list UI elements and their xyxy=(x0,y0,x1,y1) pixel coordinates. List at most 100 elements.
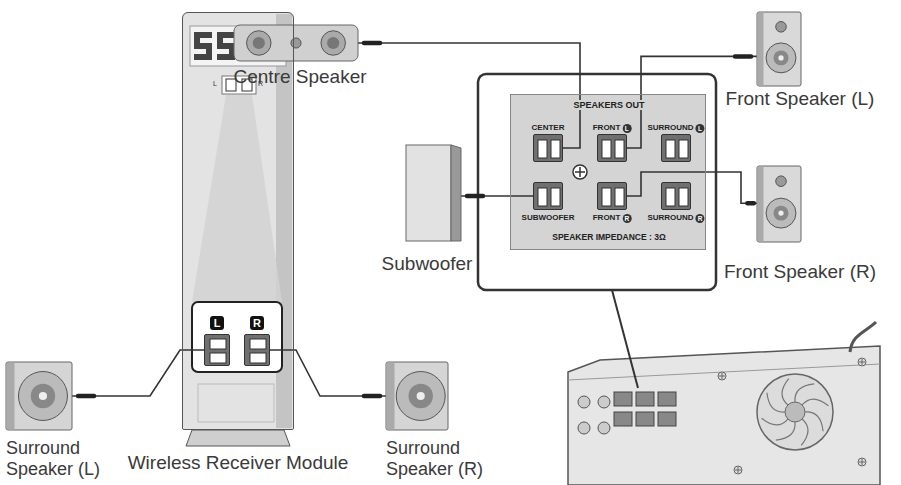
label-group: SUBWOOFER xyxy=(522,213,575,223)
term-drawing xyxy=(534,135,562,161)
channel-mark: R xyxy=(622,214,631,223)
wireless-receiver-module: LRWireless Receiver Module xyxy=(182,12,294,430)
woofer xyxy=(766,43,796,73)
terminal-slot xyxy=(538,140,547,158)
woofer-cap xyxy=(417,392,425,400)
speaker-wire-group xyxy=(627,172,757,203)
module-terminal: R xyxy=(244,334,270,366)
cabinet-side xyxy=(758,167,764,242)
surround-drawing xyxy=(6,362,72,430)
front-drawing xyxy=(757,166,801,242)
front-drawing xyxy=(757,12,801,86)
fan-blade xyxy=(782,379,789,405)
unit-terminal xyxy=(614,392,632,406)
cabinet-side xyxy=(758,13,764,86)
screw-cross xyxy=(859,459,865,465)
woofer-cone xyxy=(31,384,55,408)
screw xyxy=(858,358,866,366)
speaker-label: Subwoofer xyxy=(382,253,473,275)
tweeter xyxy=(291,38,301,48)
terminal-slot xyxy=(602,188,611,206)
panel-text: SPEAKERS OUT xyxy=(570,100,647,110)
wire-plug xyxy=(467,194,483,199)
terminal-label: SURROUND xyxy=(647,123,693,133)
screw xyxy=(858,458,866,466)
cooling-fan xyxy=(757,374,833,450)
term-drawing xyxy=(662,183,690,209)
woofer-cap xyxy=(39,392,47,400)
surround-speaker: Surround Speaker (L) xyxy=(6,362,72,430)
cabinet xyxy=(386,362,448,430)
unit-jack xyxy=(598,396,610,408)
tweeter xyxy=(776,22,787,33)
terminal-slot xyxy=(551,188,560,206)
front-speaker: Front Speaker (R) xyxy=(757,166,801,242)
woofer xyxy=(396,372,445,421)
speaker-panel: CENTERFRONTLSURROUNDLSUBWOOFERFRONTRSURR… xyxy=(510,94,706,250)
tweeter xyxy=(776,176,787,187)
callout-pointer xyxy=(612,290,638,388)
terminal-badge: R xyxy=(250,316,264,330)
term-drawing xyxy=(534,183,562,209)
grille-mark xyxy=(194,32,212,60)
unit-jack xyxy=(598,422,610,434)
channel-mark: L xyxy=(622,124,631,133)
terminal-slot xyxy=(551,140,560,158)
terminal-mark: R xyxy=(258,80,263,88)
wire-plug xyxy=(747,201,753,206)
wire-plug xyxy=(364,394,380,399)
speaker-terminal: FRONTR xyxy=(597,182,627,210)
fan-blade xyxy=(762,418,788,425)
terminal-slot xyxy=(679,140,688,158)
zoom-wedge xyxy=(192,95,282,302)
unit-terminal xyxy=(636,392,654,406)
terminal-slot xyxy=(615,188,624,206)
terminal-slot xyxy=(615,140,624,158)
unit-terminal xyxy=(614,412,632,426)
terminal-slot xyxy=(250,339,266,349)
unit-terminal xyxy=(636,412,654,426)
callout-frame xyxy=(478,74,716,290)
module-base xyxy=(186,430,290,446)
module-lower-panel xyxy=(198,384,274,422)
terminal-label: SURROUND xyxy=(647,213,693,223)
cabinet-front xyxy=(406,145,451,241)
woofer xyxy=(766,198,796,228)
terminal-label: CENTER xyxy=(532,123,565,133)
panel-text: SPEAKER IMPEDANCE : 3Ω xyxy=(552,233,666,243)
cabinet xyxy=(757,12,801,86)
speaker-terminal: SURROUNDL xyxy=(661,134,691,162)
channel-mark: R xyxy=(696,214,705,223)
cabinet-side xyxy=(451,145,461,241)
main-unit xyxy=(568,346,880,485)
woofer-cone xyxy=(253,37,265,49)
screw xyxy=(734,466,742,474)
wire-plug xyxy=(735,54,751,59)
unit-jack xyxy=(578,422,590,434)
term2-drawing xyxy=(205,335,229,365)
surround-speaker: Surround Speaker (R) xyxy=(386,362,448,430)
woofer-cone xyxy=(408,384,432,408)
cabinet xyxy=(234,25,358,61)
terminal-slot xyxy=(250,353,266,363)
speaker-terminal: SURROUNDR xyxy=(661,182,691,210)
fan-blade xyxy=(801,419,808,445)
speaker-wire-group xyxy=(461,196,533,197)
polarity-plus xyxy=(575,167,585,177)
screw-cross xyxy=(859,359,865,365)
speaker-wire xyxy=(461,195,533,197)
label-group: CENTER xyxy=(532,123,565,133)
label-group: FRONTR xyxy=(593,213,632,223)
woofer-cap xyxy=(778,210,783,215)
terminal-slot xyxy=(666,188,675,206)
terminal-mark: L xyxy=(213,80,217,88)
speaker-label: Centre Speaker xyxy=(233,66,366,88)
speaker-terminal: FRONTL xyxy=(597,134,627,162)
speaker-wire xyxy=(270,350,386,396)
speaker-wire-group xyxy=(72,350,204,396)
screw-cross xyxy=(735,467,741,473)
speaker-label: Front Speaker (L) xyxy=(726,88,875,110)
module-terminal: L xyxy=(204,334,230,366)
wire-plug xyxy=(364,41,380,46)
